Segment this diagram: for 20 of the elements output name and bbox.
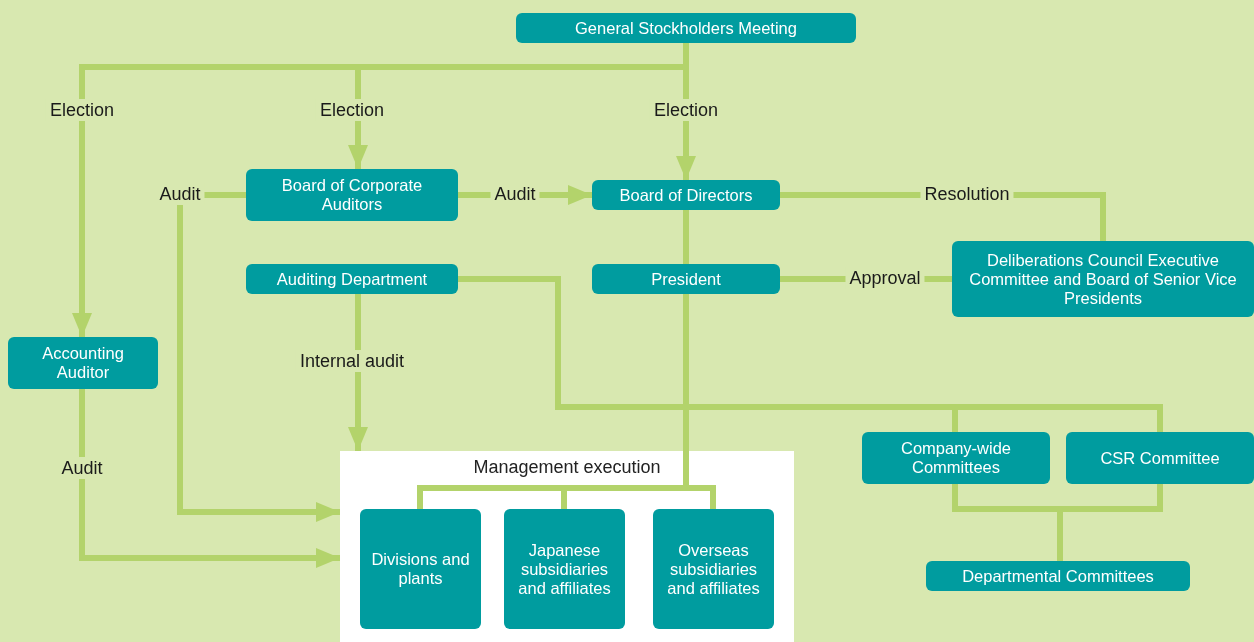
process-box: President: [592, 264, 780, 294]
process-box: Deliberations Council Executive Committee and Board of Senior Vice Presidents: [952, 241, 1254, 317]
process-box: Auditing Department: [246, 264, 458, 294]
arrow: [348, 294, 368, 451]
arrow: [177, 192, 340, 522]
process-box: Divisions and plants: [360, 509, 481, 629]
process-box: Japanese subsidiaries and affiliates: [504, 509, 625, 629]
arrow: [79, 389, 340, 568]
process-box: Company-wide Committees: [862, 432, 1050, 484]
process-box: Board of Corporate Auditors: [246, 169, 458, 221]
group-title: Management execution: [472, 456, 662, 478]
process-box: Board of Directors: [592, 180, 780, 210]
process-box: Overseas subsidiaries and affiliates: [653, 509, 774, 629]
process-box: Accounting Auditor: [8, 337, 158, 389]
group-panel: [340, 451, 794, 642]
connector-line: [1057, 484, 1163, 561]
process-box: CSR Committee: [1066, 432, 1254, 484]
connector-line: [683, 210, 689, 264]
process-box: General Stockholders Meeting: [516, 13, 856, 43]
process-box: Departmental Committees: [926, 561, 1190, 591]
